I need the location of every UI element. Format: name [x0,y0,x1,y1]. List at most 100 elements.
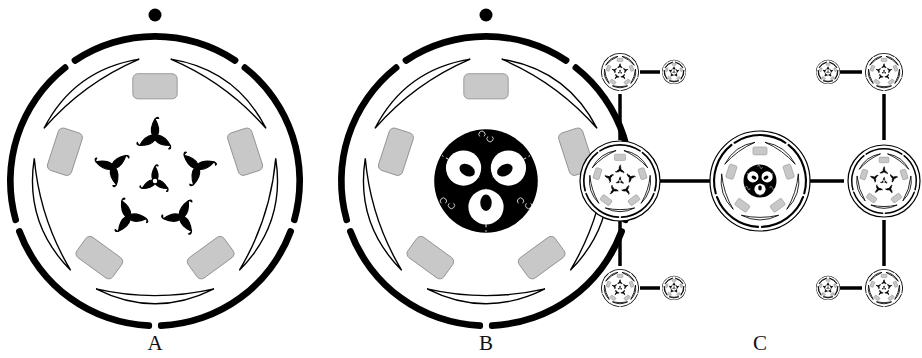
carpel [95,155,129,186]
petal [44,59,139,128]
carpel [616,177,623,184]
stamen [593,167,602,180]
petal [606,272,618,281]
stamen [377,127,415,177]
stamen [610,79,617,85]
petal [622,56,634,65]
carpel [612,285,616,289]
stamen [821,76,825,80]
sepal [817,76,828,84]
sepal [602,78,619,91]
floral-diagram [601,53,639,91]
sepal [734,134,787,144]
ovary [434,129,538,233]
floral-diagram [865,53,903,91]
petal [665,62,673,68]
branch-line [810,179,844,183]
stamen [464,74,508,99]
locule [762,171,773,182]
branch-line [882,220,886,266]
branch-line [618,94,622,140]
locule [747,171,758,182]
carpel [676,286,679,289]
bract-ring [848,145,920,217]
floral-diagram [816,276,840,300]
sepal [884,294,901,307]
carpel [618,70,622,73]
inflorescence-scheme [580,53,920,307]
carpel [671,289,674,292]
stamen [185,234,236,280]
petal [502,59,597,128]
stamen [819,68,822,72]
carpel [827,71,829,73]
carpel [876,69,880,73]
stamen [665,68,668,72]
axis-dot [480,9,493,22]
stamen [617,58,623,61]
petal [829,62,837,68]
carpel [673,287,675,289]
stamen [881,274,887,277]
carpel [673,67,676,70]
sepal [828,76,839,84]
sepal [828,292,839,300]
ovule [457,161,477,179]
branch-line [840,286,862,290]
stamen [676,292,680,296]
carpel [618,280,622,284]
branch-line [640,286,660,290]
petal [870,56,882,65]
sepal [821,276,835,279]
carpel [622,186,630,195]
floral-diagram [865,269,903,307]
sepal [865,148,902,155]
petal [665,278,673,284]
stamen [893,65,898,71]
stamen [628,194,641,206]
petal [876,86,891,88]
sepal [674,76,685,84]
stamen [606,65,611,71]
stamen [600,194,613,206]
carpel [825,289,828,292]
carpel [876,285,880,289]
ovule [758,185,762,190]
petal [605,208,634,212]
ovule [763,175,769,181]
stamen [676,76,680,80]
carpel [627,174,635,182]
petal [612,302,627,304]
sepal [585,193,619,218]
carpel [871,175,879,182]
ovary-mark [479,131,493,142]
stamen [624,79,631,85]
stamen [665,284,668,288]
carpel [879,290,883,294]
ovule [495,161,515,179]
floral-diagram [601,269,639,307]
carpel [669,286,672,289]
panel-label: C [753,333,767,354]
sepal [716,196,759,228]
stamen [516,234,567,280]
sepal [663,76,674,84]
sepal [620,78,637,91]
petal [624,151,648,168]
stamen [860,169,868,180]
carpel [137,117,171,149]
carpel [888,68,892,72]
carpel [823,286,826,289]
petal [859,154,880,169]
floral-diagram [816,60,840,84]
carpel [612,69,616,73]
carpel [676,70,679,73]
carpel [624,68,628,72]
stamen [667,292,671,296]
petal [592,151,616,168]
stamen [672,63,676,65]
branch-line [882,94,886,140]
petal [675,62,683,68]
petal [829,278,837,284]
stamen [891,193,902,203]
